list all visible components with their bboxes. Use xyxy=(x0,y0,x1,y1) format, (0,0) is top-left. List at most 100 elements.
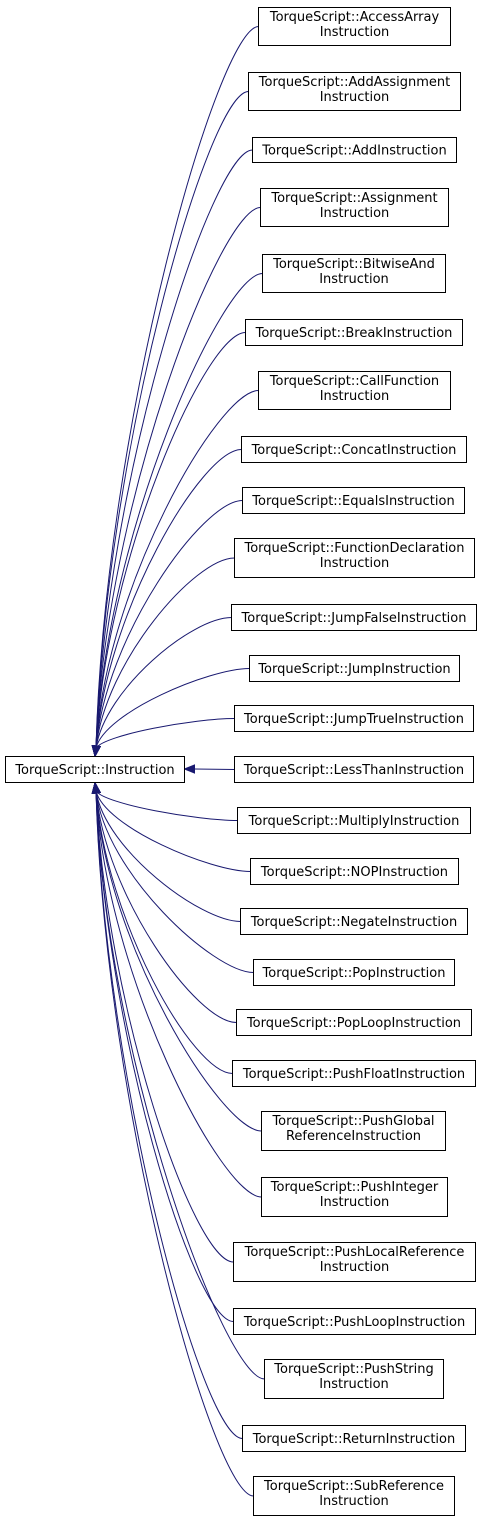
class-node-label-line-1: TorqueScript::PushLocalReference xyxy=(244,1245,465,1260)
class-node-box xyxy=(234,538,475,578)
class-node-label: TorqueScript::NegateInstruction xyxy=(250,915,457,930)
class-node-label-line-1: TorqueScript::CallFunction xyxy=(269,374,439,389)
class-node-box xyxy=(248,72,461,111)
class-node-torquescript-returninstruction[interactable]: TorqueScript::ReturnInstruction xyxy=(242,1425,466,1452)
class-node-label: TorqueScript::PushLoopInstruction xyxy=(243,1315,465,1330)
class-node-label-line-2: Instruction xyxy=(320,1195,390,1210)
class-node-label-line-1: TorqueScript::PushString xyxy=(273,1362,433,1377)
class-node-label-line-2: ReferenceInstruction xyxy=(286,1129,421,1144)
class-node-torquescript-addinstruction[interactable]: TorqueScript::AddInstruction xyxy=(252,137,457,163)
inheritance-edge-torquescript-assignmentinstruction xyxy=(95,207,261,749)
inheritance-edge-torquescript-addassignmentinstruction xyxy=(95,91,249,749)
inheritance-arrowhead xyxy=(183,764,195,774)
class-node-label-line-2: Instruction xyxy=(319,1377,389,1392)
class-node-torquescript-jumpfalseinstruction[interactable]: TorqueScript::JumpFalseInstruction xyxy=(231,604,477,631)
class-node-label: TorqueScript::AddInstruction xyxy=(261,144,447,159)
class-node-label: TorqueScript::LessThanInstruction xyxy=(243,763,464,778)
inheritance-edge-torquescript-functiondeclarationinstruction xyxy=(95,557,235,749)
class-node-torquescript-poploopinstruction[interactable]: TorqueScript::PopLoopInstruction xyxy=(236,1009,472,1036)
class-node-label-line-1: TorqueScript::AddAssignment xyxy=(258,75,450,90)
base-class-node[interactable]: TorqueScript::Instruction xyxy=(5,756,185,783)
inheritance-edge-torquescript-pushlocalreferenceinstruction xyxy=(95,790,234,1263)
class-node-label: TorqueScript::JumpFalseInstruction xyxy=(241,611,467,626)
class-node-torquescript-jumptrueinstruction[interactable]: TorqueScript::JumpTrueInstruction xyxy=(234,705,474,732)
class-node-box xyxy=(260,188,449,227)
inheritance-edge-torquescript-returninstruction xyxy=(95,790,243,1439)
class-node-torquescript-pushlocalreferenceinstruction[interactable]: TorqueScript::PushLocalReferenceInstruct… xyxy=(233,1242,476,1282)
class-node-torquescript-popinstruction[interactable]: TorqueScript::PopInstruction xyxy=(253,959,455,986)
class-node-torquescript-functiondeclarationinstruction[interactable]: TorqueScript::FunctionDeclarationInstruc… xyxy=(234,538,475,578)
class-node-torquescript-jumpinstruction[interactable]: TorqueScript::JumpInstruction xyxy=(249,655,460,682)
class-node-label: TorqueScript::MultiplyInstruction xyxy=(248,814,460,829)
class-node-label: TorqueScript::JumpTrueInstruction xyxy=(243,712,464,727)
inheritance-edge-torquescript-concatinstruction xyxy=(95,449,242,749)
class-node-box xyxy=(234,756,474,783)
inheritance-edge-torquescript-subreferenceinstruction xyxy=(95,790,254,1497)
class-node-label-line-1: TorqueScript::Assignment xyxy=(270,191,437,206)
class-node-label: TorqueScript::ConcatInstruction xyxy=(251,443,457,458)
class-node-box xyxy=(252,137,457,163)
class-node-box xyxy=(261,1177,448,1217)
class-node-torquescript-pushglobalreferenceinstruction[interactable]: TorqueScript::PushGlobalReferenceInstruc… xyxy=(261,1111,446,1151)
class-node-label-line-2: Instruction xyxy=(319,272,389,287)
class-node-label-line-2: Instruction xyxy=(320,206,390,221)
class-node-box xyxy=(261,1111,446,1151)
class-node-box xyxy=(240,908,468,935)
inheritance-edge-torquescript-jumptrueinstruction xyxy=(95,718,235,749)
class-node-box xyxy=(236,1009,472,1036)
inheritance-edge-torquescript-popinstruction xyxy=(95,790,254,973)
class-node-box xyxy=(233,1242,476,1282)
class-node-label: TorqueScript::BreakInstruction xyxy=(255,326,453,341)
class-node-label: TorqueScript::EqualsInstruction xyxy=(251,494,454,509)
class-node-box xyxy=(249,655,460,682)
inheritance-edge-torquescript-poploopinstruction xyxy=(95,790,237,1023)
class-node-label-line-1: TorqueScript::PushGlobal xyxy=(271,1114,434,1129)
class-node-box xyxy=(262,254,446,293)
class-node-label-line-2: Instruction xyxy=(320,90,390,105)
inheritance-edge-torquescript-bitwiseandinstruction xyxy=(95,273,263,749)
class-node-box xyxy=(253,1476,455,1516)
class-node-torquescript-equalsinstruction[interactable]: TorqueScript::EqualsInstruction xyxy=(242,487,465,514)
inheritance-edge-torquescript-negateinstruction xyxy=(95,790,241,922)
class-node-box xyxy=(250,858,459,885)
inheritance-arrowhead xyxy=(91,781,102,795)
class-node-label-line-2: Instruction xyxy=(320,1260,390,1275)
inheritance-edge-torquescript-pushglobalreferenceinstruction xyxy=(95,790,262,1132)
class-node-box xyxy=(264,1359,444,1399)
class-node-box xyxy=(245,319,463,346)
inheritance-edges xyxy=(91,26,265,1497)
inheritance-edge-torquescript-addinstruction xyxy=(95,149,253,749)
class-node-torquescript-multiplyinstruction[interactable]: TorqueScript::MultiplyInstruction xyxy=(237,807,471,834)
class-nodes: TorqueScript::AccessArrayInstructionTorq… xyxy=(231,7,477,1516)
inheritance-edge-torquescript-pushstringinstruction xyxy=(95,790,265,1380)
inheritance-arrowhead xyxy=(91,744,102,758)
class-node-label: TorqueScript::PopLoopInstruction xyxy=(246,1016,461,1031)
class-node-torquescript-nopinstruction[interactable]: TorqueScript::NOPInstruction xyxy=(250,858,459,885)
class-node-torquescript-breakinstruction[interactable]: TorqueScript::BreakInstruction xyxy=(245,319,463,346)
class-node-label-line-1: TorqueScript::BitwiseAnd xyxy=(272,257,435,272)
class-node-torquescript-pushfloatinstruction[interactable]: TorqueScript::PushFloatInstruction xyxy=(232,1060,476,1087)
class-node-torquescript-concatinstruction[interactable]: TorqueScript::ConcatInstruction xyxy=(241,436,467,463)
class-node-torquescript-lessthaninstruction[interactable]: TorqueScript::LessThanInstruction xyxy=(234,756,474,783)
base-class-box xyxy=(5,756,185,783)
class-node-box xyxy=(253,959,455,986)
class-node-torquescript-pushloopinstruction[interactable]: TorqueScript::PushLoopInstruction xyxy=(233,1308,476,1335)
class-node-torquescript-negateinstruction[interactable]: TorqueScript::NegateInstruction xyxy=(240,908,468,935)
class-node-label-line-1: TorqueScript::AccessArray xyxy=(269,10,440,25)
class-node-box xyxy=(258,7,451,46)
class-node-box xyxy=(232,1060,476,1087)
class-node-box xyxy=(242,1425,466,1452)
class-node-box xyxy=(258,371,451,410)
inheritance-edge-torquescript-pushintegerinstruction xyxy=(95,790,262,1198)
inheritance-edge-torquescript-jumpinstruction xyxy=(95,668,250,749)
inheritance-edge-torquescript-multiplyinstruction xyxy=(95,790,238,821)
